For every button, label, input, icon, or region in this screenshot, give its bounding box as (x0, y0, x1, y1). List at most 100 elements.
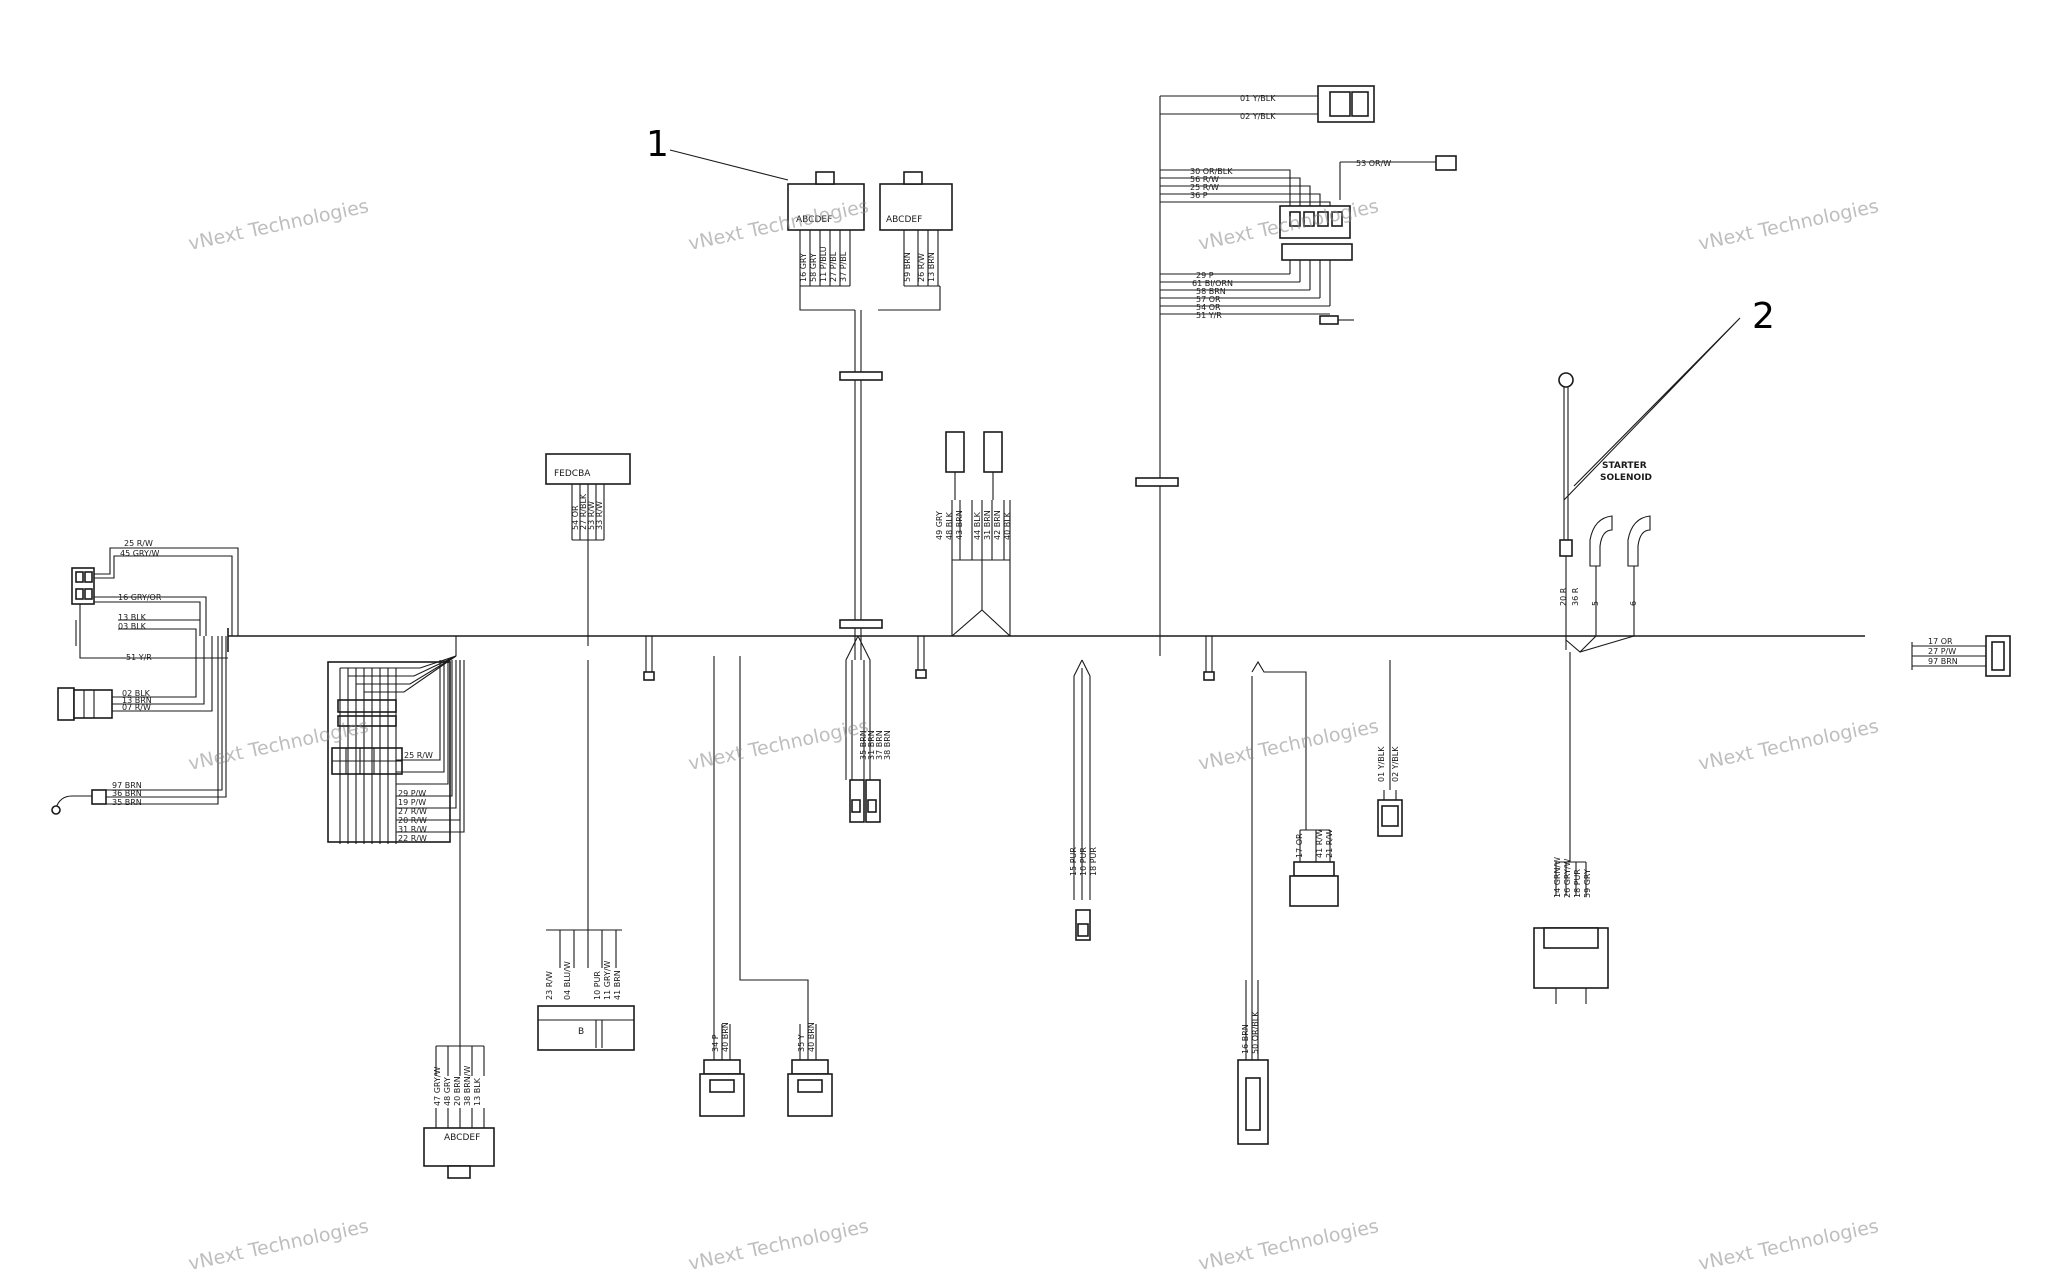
relay-pins: FEDCBA (554, 469, 591, 479)
small-conn-wire-1: 41 R/W (1315, 829, 1324, 858)
fuse-label-1: 29 P/W (398, 789, 426, 798)
top-right-wire-12: 51 Y/R (1196, 311, 1222, 320)
starter-note-line2: SOLENOID (1600, 473, 1652, 483)
sensor1-wire-0: 34 P (711, 1034, 720, 1052)
sensor-connector-1: 34 P 40 BRN (699, 656, 745, 1117)
relay-wire-0: 54 OR (571, 505, 580, 530)
top-center-branch: ABCDEF 16 GRY 58 GRY 11 P/BLU 27 P/BL 37… (646, 124, 953, 660)
sensor2-wire-0: 35 Y (797, 1034, 806, 1052)
callout-1-leader (669, 149, 789, 181)
splice-stub-3 (1203, 636, 1215, 681)
wire-label-left-1: 45 GRY/W (120, 549, 160, 558)
top-right-wire-4: 56 R/W (1190, 175, 1219, 184)
ground-lead (55, 795, 92, 809)
wire-label-left-7: 13 BRN (122, 696, 152, 705)
ab-wire-2: 20 BRN (453, 1076, 462, 1106)
callout-1: 1 (646, 124, 669, 165)
callout-2: 2 (1752, 296, 1775, 337)
right-end-wire-1: 27 P/W (1928, 647, 1956, 656)
wire-label-left-10: 36 BRN (112, 789, 142, 798)
fuse-block: 25 R/W 29 P/W 19 P/W 27 R/W 20 R/W 31 R/… (327, 636, 465, 844)
right-end-wire-0: 17 OR (1928, 637, 1953, 646)
diode-wire-1: 48 BLK (945, 511, 954, 540)
top-right-bus: 01 Y/BLK 02 Y/BLK 53 OR/W 30 OR/BLK 56 R… (1135, 85, 1457, 656)
temp-wire-1: 10 PUR (1079, 847, 1088, 876)
splice-stub-1 (643, 636, 655, 681)
ab-connector-pins: ABCDEF (444, 1133, 480, 1143)
top-right-wire-0: 01 Y/BLK (1240, 94, 1276, 103)
connector-1-pins: ABCDEF (796, 215, 832, 225)
top-right-wire-1: 02 Y/BLK (1240, 112, 1276, 121)
top-right-wire-11: 54 OR (1196, 303, 1221, 312)
ab-wire-0: 47 GRY/W (433, 1066, 442, 1106)
center-terminal-pair: 35 BRN 31 BRN 37 BRN 38 BRN (845, 635, 892, 823)
left-connector-group: 25 R/W 45 GRY/W 16 GRY/OR 13 BLK 03 BLK … (51, 539, 239, 815)
right-end-wire-2: 97 BRN (1928, 657, 1958, 666)
fuse-label-6: 22 R/W (398, 834, 427, 843)
fuse-label-3: 27 R/W (398, 807, 427, 816)
right-end-connector: 17 OR 27 P/W 97 BRN (1911, 635, 2011, 677)
c2-wire-1: 26 R/W (917, 253, 926, 282)
watermark-4: vNext Technologies (1696, 195, 1880, 255)
solenoid-mark-0: 5 (1591, 601, 1600, 606)
wire-label-left-6: 02 BLK (122, 689, 151, 698)
center-pair-3: 38 BRN (883, 730, 892, 760)
temp-sensor-branch: 15 PUR 10 PUR 18 PUR (1069, 659, 1098, 941)
top-right-wire-5: 25 R/W (1190, 183, 1219, 192)
c2-wire-0: 59 BRN (903, 252, 912, 282)
right-sensor-wire-0: 14 GRN/W (1553, 857, 1562, 898)
right-sensor-wire-1: 26 GRY/W (1563, 858, 1572, 898)
center-pair-1: 31 BRN (867, 730, 876, 760)
right-sensor-wire-2: 18 PUR (1573, 869, 1582, 898)
diode-wire-6: 40 BLK (1003, 511, 1012, 540)
bottom-conn-wire-1: 50 OR/BLK (1251, 1011, 1260, 1054)
watermark-9: vNext Technologies (186, 1215, 370, 1275)
c1-wire-0: 16 GRY (799, 253, 808, 282)
top-right-wire-6: 36 P (1190, 191, 1208, 200)
ecu-wire-0: 23 R/W (545, 971, 554, 1000)
yblk-wire-0: 01 Y/BLK (1377, 746, 1386, 782)
starter-solenoid-branch: 20 R 36 R 5 6 STARTER SOLENOID 2 14 GRN/… (1533, 296, 1775, 1004)
ab-wire-1: 48 GRY (443, 1077, 452, 1106)
wire-label-left-11: 35 BRN (112, 798, 142, 807)
fuse-label-4: 20 R/W (398, 816, 427, 825)
small-connector-branch: 17 OR 41 R/W 21 R/W 16 BRN 50 OR/BLK (1237, 660, 1339, 1145)
sensor-connector-2: 35 Y 40 BRN (739, 656, 833, 1117)
relay-wire-3: 33 R/W (595, 501, 604, 530)
ecu-connector: B 23 R/W 04 BLU/W 10 PUR 11 GRY/W 41 BRN (537, 660, 635, 1051)
ecu-b-label: B (578, 1027, 584, 1037)
watermark-7: vNext Technologies (1196, 715, 1380, 775)
wire-label-left-8: 07 R/W (122, 703, 151, 712)
wire-label-left-4: 03 BLK (118, 622, 147, 631)
ab-wire-4: 13 BLK (473, 1077, 482, 1106)
yblk-wire-1: 02 Y/BLK (1391, 746, 1400, 782)
diode-2 (983, 431, 1003, 473)
ecu-wire-4: 41 BRN (613, 970, 622, 1000)
wire-label-left-0: 25 R/W (124, 539, 153, 548)
diode-wire-4: 31 BRN (983, 510, 992, 540)
center-pair-0: 35 BRN (859, 730, 868, 760)
c1-wire-3: 27 P/BL (829, 251, 838, 282)
small-conn-wire-2: 21 R/W (1325, 829, 1334, 858)
temp-wire-2: 18 PUR (1089, 847, 1098, 876)
watermark-11: vNext Technologies (1196, 1215, 1380, 1275)
wire-label-left-5: 51 Y/R (126, 653, 152, 662)
diode-1 (945, 431, 965, 473)
relay-wire-2: 53 R/W (587, 501, 596, 530)
sensor1-wire-1: 40 BRN (721, 1022, 730, 1052)
c1-wire-4: 37 P/BL (839, 251, 848, 282)
top-right-wire-9: 58 BRN (1196, 287, 1226, 296)
ecu-wire-2: 10 PUR (593, 971, 602, 1000)
wire-label-left-3: 13 BLK (118, 613, 147, 622)
diode-wire-2: 43 BRN (955, 510, 964, 540)
watermark-10: vNext Technologies (686, 1215, 870, 1275)
diode-wire-3: 44 BLK (973, 511, 982, 540)
ecu-wire-1: 04 BLU/W (563, 961, 572, 1000)
right-sensor-wire-3: 59 GRY (1583, 869, 1592, 898)
starter-note-line1: STARTER (1602, 461, 1647, 471)
bottom-left-connector: ABCDEF 47 GRY/W 48 GRY 20 BRN 38 BRN/W 1… (423, 660, 495, 1179)
diode-wire-5: 42 BRN (993, 510, 1002, 540)
solenoid-wire-1: 36 R (1571, 587, 1580, 606)
c1-wire-1: 58 GRY (809, 253, 818, 282)
